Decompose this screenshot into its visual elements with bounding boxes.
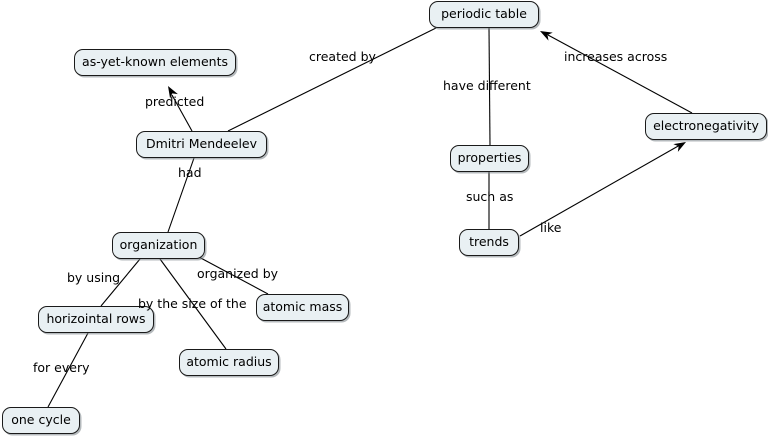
edge-line-for-every [47, 332, 89, 408]
arrow-head-increases-across [540, 31, 553, 41]
edge-label-predicted: predicted [145, 94, 205, 109]
concept-node-as-yet-known-elements[interactable]: as-yet-known elements [74, 49, 236, 76]
edge-label-organized-by: organized by [197, 266, 279, 281]
arrow-head-like [673, 142, 686, 152]
edge-line-by-the-size-of-the [159, 258, 227, 350]
edge-label-created-by: created by [309, 49, 376, 64]
edge-line-like [519, 144, 681, 237]
edge-label-had: had [178, 165, 202, 180]
concept-node-atomic-radius[interactable]: atomic radius [179, 349, 279, 376]
edge-label-by-using: by using [67, 270, 121, 285]
concept-node-atomic-mass[interactable]: atomic mass [256, 294, 349, 321]
edge-label-like: like [540, 220, 562, 235]
concept-node-trends[interactable]: trends [459, 229, 519, 256]
concept-node-properties[interactable]: properties [450, 145, 529, 172]
concept-node-periodic-table[interactable]: periodic table [429, 1, 539, 28]
edge-line-predicted [171, 94, 193, 132]
edge-line-increases-across [547, 34, 693, 114]
edge-line-created-by [227, 27, 437, 132]
arrow-head-predicted [168, 86, 178, 99]
edge-label-by-the-size-of-the: by the size of the [138, 296, 247, 311]
edges-layer [47, 27, 693, 408]
edge-line-organized-by [196, 255, 269, 295]
edge-line-had [167, 157, 195, 233]
concept-node-horizointal-rows[interactable]: horizointal rows [38, 306, 154, 333]
concept-node-one-cycle[interactable]: one cycle [2, 407, 80, 434]
edge-label-have-different: have different [443, 78, 531, 93]
edge-line-by-using [100, 258, 141, 307]
concept-node-dmitri-mendeleev[interactable]: Dmitri Mendeelev [136, 131, 267, 158]
concept-node-organization[interactable]: organization [112, 232, 205, 259]
concept-node-electronegativity[interactable]: electronegativity [645, 113, 767, 140]
edge-line-have-different [488, 27, 491, 146]
edge-label-such-as: such as [466, 189, 514, 204]
edge-label-for-every: for every [33, 360, 90, 375]
edge-label-increases-across: increases across [564, 49, 668, 64]
